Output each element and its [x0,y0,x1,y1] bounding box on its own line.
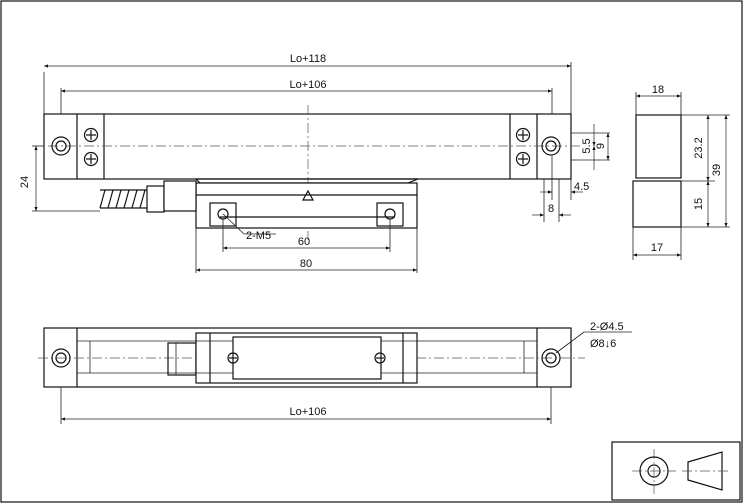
dim-39: 39 [711,164,723,176]
mount-hole-left-icon [51,136,71,156]
dim-15: 15 [693,198,705,210]
profile-upper [635,114,682,179]
dim-offset-8: 8 [548,203,554,215]
label-thread: 2-M5 [246,230,271,242]
side-view: 18 23.2 39 15 17 [632,84,730,260]
mount-hole-bottom-left-icon [51,348,71,368]
scale-body [43,113,572,180]
mount-hole-right-icon [541,136,561,156]
cable-icon [99,180,197,213]
dim-hole-pitch: 60 [298,236,310,248]
screw-bottom-icon [227,352,386,364]
dim-width-bottom: 17 [651,242,663,254]
bottom-view: 2-Ø4.5 Ø8↓6 Lo+106 [38,321,632,424]
screw-icon [83,127,531,167]
dim-total-length: Lo+118 [290,53,326,65]
reading-head [194,178,419,229]
dim-offset-9: 9 [595,143,607,149]
dim-height: 24 [19,176,31,188]
profile-lower [632,180,682,228]
label-holes: 2-Ø4.5 [590,321,624,333]
dim-width-top: 18 [652,84,664,96]
dim-head-length: 80 [300,258,312,270]
dim-mount-length: Lo+106 [289,79,326,91]
triangle-marker-icon [301,189,315,201]
dim-232: 23.2 [693,137,705,158]
front-view: Lo+118 Lo+106 [19,53,610,273]
mount-hole-bottom-right-icon [541,348,561,368]
projection-symbol [611,441,741,501]
dim-offset-45: 4.5 [574,181,589,193]
dim-offset-55: 5.5 [581,138,593,153]
label-counterbore: Ø8↓6 [590,338,616,350]
dim-mount-length-bottom: Lo+106 [289,406,326,418]
